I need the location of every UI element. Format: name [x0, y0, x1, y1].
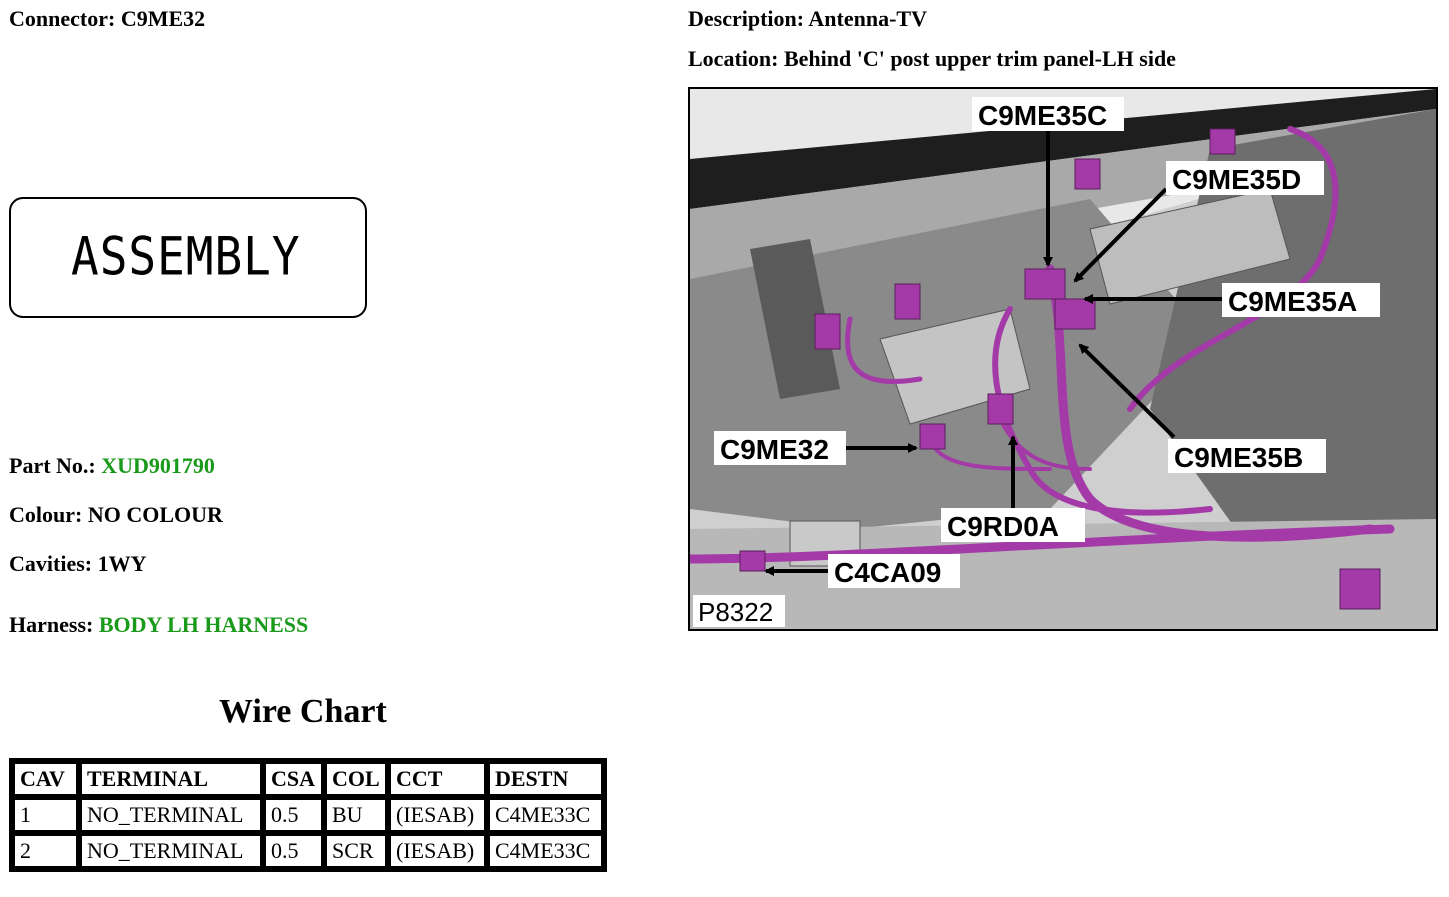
description-value: Antenna-TV — [808, 6, 927, 31]
cell-cct: (IESAB) — [388, 833, 487, 869]
colour-label: Colour: — [9, 502, 83, 527]
cavities-line: Cavities: 1WY — [9, 551, 146, 577]
cell-csa: 0.5 — [263, 833, 324, 869]
callout-box-c4ca09 — [828, 554, 960, 588]
cell-destn: C4ME33C — [487, 797, 604, 833]
part-no-label: Part No.: — [9, 453, 96, 478]
harness-line: Harness: BODY LH HARNESS — [9, 612, 308, 638]
callout-box-c9me35c — [972, 97, 1124, 131]
callout-box-c9me35b — [1168, 439, 1326, 473]
column-header-cav: CAV — [12, 761, 79, 797]
wire-chart-table: CAV TERMINAL CSA COL CCT DESTN 1 NO_TERM… — [9, 758, 607, 872]
cell-terminal: NO_TERMINAL — [79, 797, 263, 833]
part-no-link[interactable]: XUD901790 — [101, 453, 215, 478]
callout-c9me35b: C9ME35B — [1174, 442, 1303, 473]
callout-arrows — [764, 129, 1222, 576]
figure-id-box — [693, 595, 785, 627]
harness-wires — [690, 126, 1395, 564]
column-header-csa: CSA — [263, 761, 324, 797]
assembly-label: ASSEMBLY — [71, 224, 301, 288]
cell-cav: 2 — [12, 833, 79, 869]
harness-label: Harness: — [9, 612, 94, 637]
callout-c9me35a: C9ME35A — [1228, 286, 1357, 317]
cell-cct: (IESAB) — [388, 797, 487, 833]
location-label: Location: — [688, 46, 779, 71]
cavities-value: 1WY — [97, 551, 147, 576]
cell-destn: C4ME33C — [487, 833, 604, 869]
cell-terminal: NO_TERMINAL — [79, 833, 263, 869]
description-label: Description: — [688, 6, 805, 31]
callout-c9me32: C9ME32 — [720, 434, 829, 465]
callout-box-c9rd0a — [941, 508, 1085, 542]
part-no-line: Part No.: XUD901790 — [9, 453, 215, 479]
colour-line: Colour: NO COLOUR — [9, 502, 223, 528]
cavities-label: Cavities: — [9, 551, 93, 576]
wire-chart-title: Wire Chart — [219, 693, 387, 730]
connector-label: Connector: — [9, 6, 116, 31]
column-header-destn: DESTN — [487, 761, 604, 797]
table-row: 2 NO_TERMINAL 0.5 SCR (IESAB) C4ME33C — [12, 833, 604, 869]
harness-connectors — [739, 128, 1381, 610]
table-row: 1 NO_TERMINAL 0.5 BU (IESAB) C4ME33C — [12, 797, 604, 833]
location-diagram-svg: C9ME35C C9ME35D C9ME35A C9ME35B C9ME32 C… — [690, 89, 1436, 629]
connector-heading: Connector: C9ME32 — [9, 6, 205, 32]
cell-col: SCR — [324, 833, 388, 869]
table-header-row: CAV TERMINAL CSA COL CCT DESTN — [12, 761, 604, 797]
cell-cav: 1 — [12, 797, 79, 833]
location-diagram: C9ME35C C9ME35D C9ME35A C9ME35B C9ME32 C… — [688, 87, 1438, 631]
callout-box-c9me35d — [1166, 161, 1324, 195]
column-header-col: COL — [324, 761, 388, 797]
column-header-cct: CCT — [388, 761, 487, 797]
cell-col: BU — [324, 797, 388, 833]
connector-value: C9ME32 — [120, 6, 206, 31]
callout-c9me35c: C9ME35C — [978, 100, 1107, 131]
figure-id: P8322 — [698, 597, 773, 627]
lower-panel — [690, 519, 1436, 629]
callout-c4ca09: C4CA09 — [834, 557, 941, 588]
window-opening — [690, 89, 1436, 209]
assembly-box: ASSEMBLY — [9, 197, 367, 318]
colour-value: NO COLOUR — [87, 502, 223, 527]
callout-labels: C9ME35C C9ME35D C9ME35A C9ME35B C9ME32 C… — [693, 97, 1380, 627]
callout-c9me35d: C9ME35D — [1172, 164, 1301, 195]
callout-box-c9me32 — [714, 431, 846, 465]
harness-link[interactable]: BODY LH HARNESS — [98, 612, 309, 637]
tv-tuner-module — [1089, 188, 1291, 305]
callout-box-c9me35a — [1222, 283, 1380, 317]
location-line: Location: Behind 'C' post upper trim pan… — [688, 46, 1176, 72]
description-line: Description: Antenna-TV — [688, 6, 927, 32]
inner-bracket — [750, 239, 840, 399]
callout-c9rd0a: C9RD0A — [947, 511, 1059, 542]
column-header-terminal: TERMINAL — [79, 761, 263, 797]
cell-csa: 0.5 — [263, 797, 324, 833]
location-value: Behind 'C' post upper trim panel-LH side — [783, 46, 1176, 71]
